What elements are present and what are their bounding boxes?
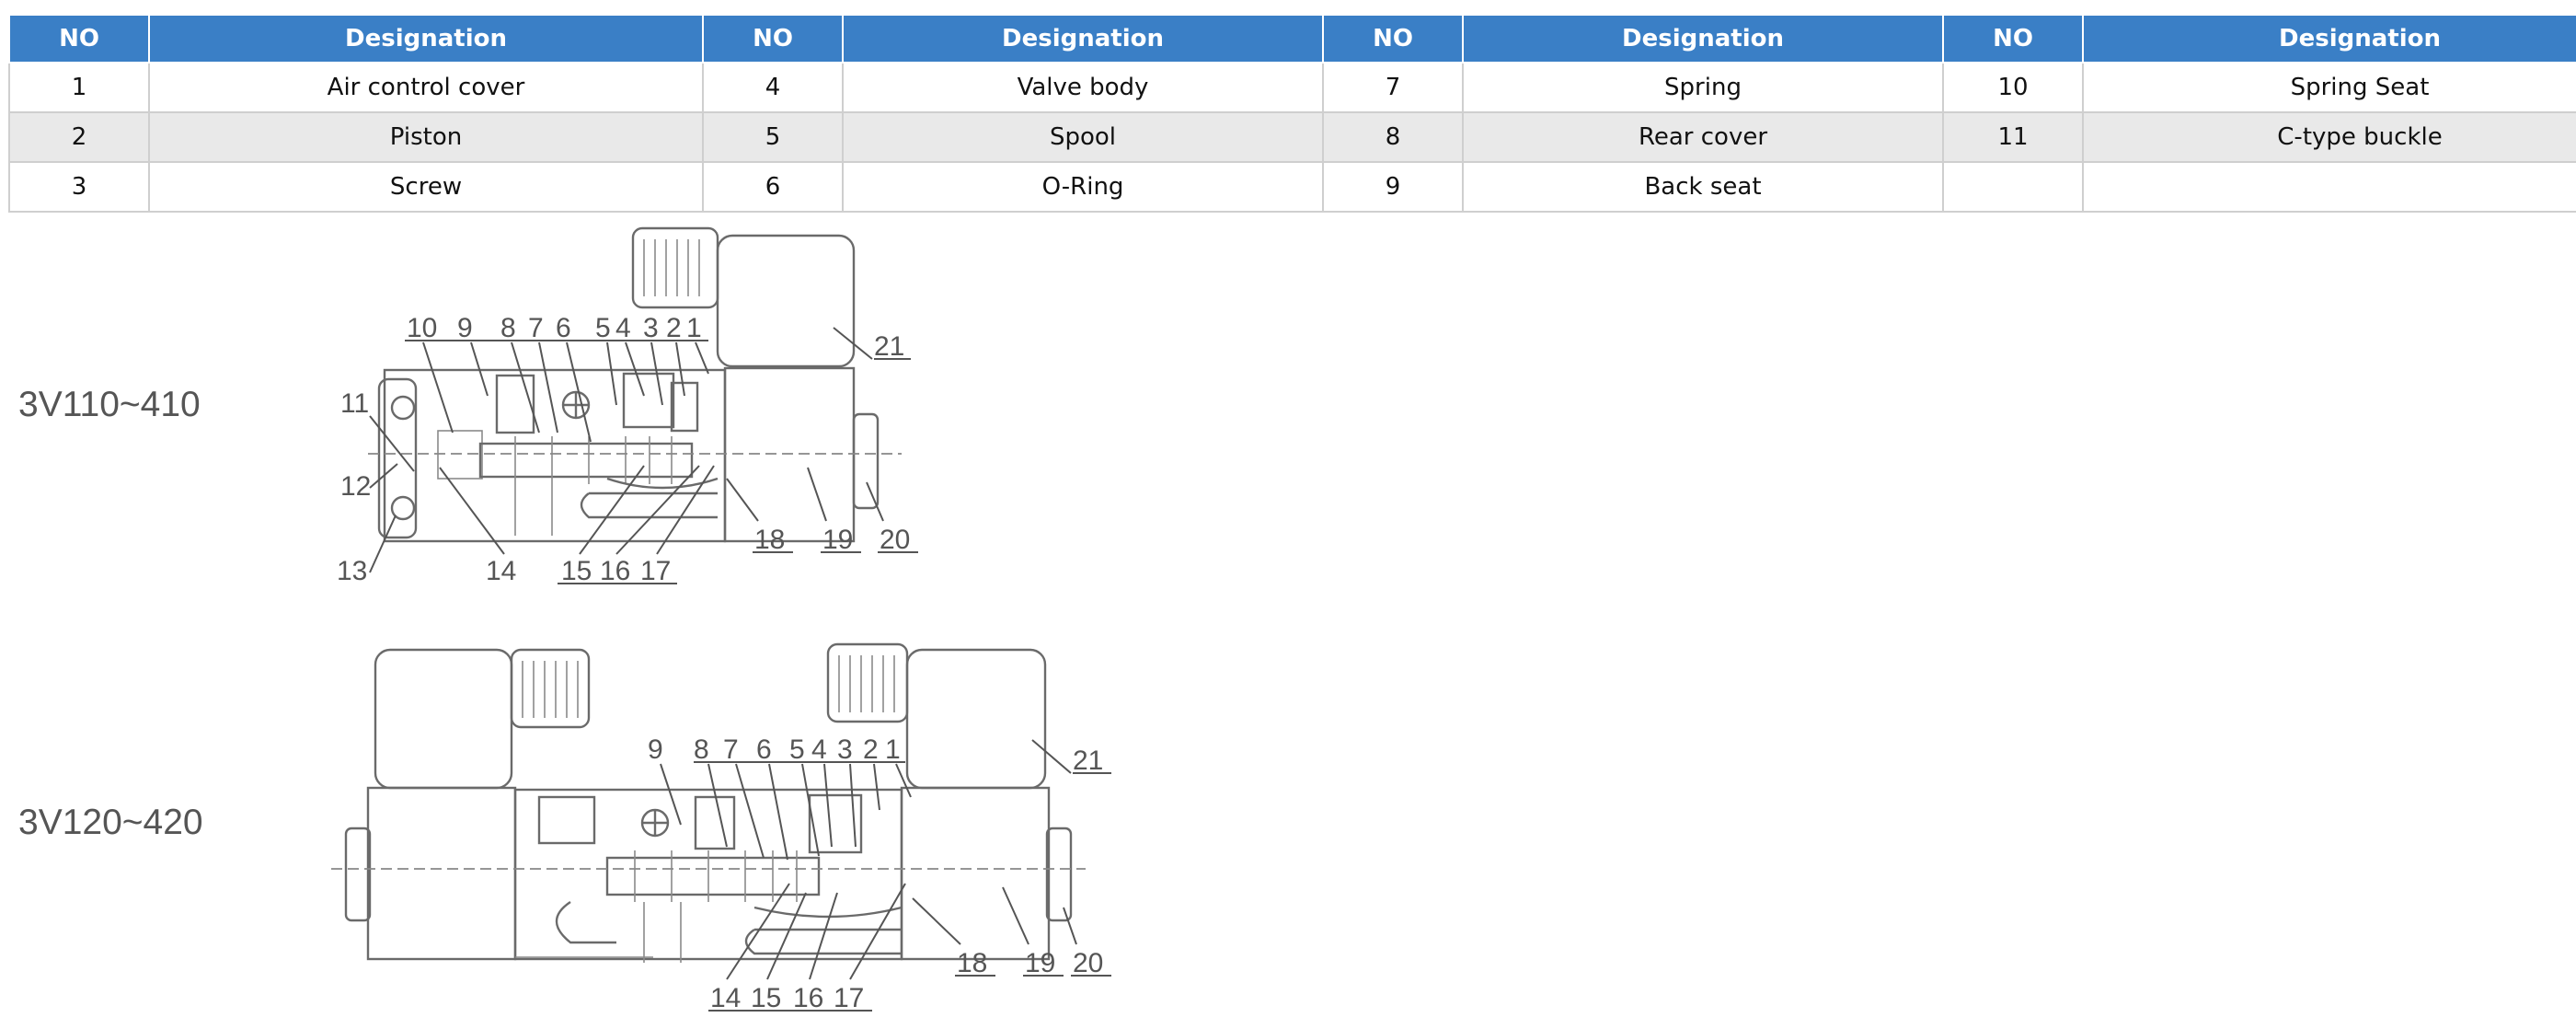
header-designation: Designation bbox=[148, 14, 704, 64]
callout-number: 4 bbox=[811, 734, 827, 765]
table-row: 1 Air control cover 4 Valve body 7 Sprin… bbox=[8, 62, 2576, 113]
callout-number: 5 bbox=[595, 313, 611, 343]
callout-number: 6 bbox=[556, 313, 571, 343]
callout-number: 16 bbox=[793, 983, 823, 1013]
model-label: 3V120~420 bbox=[18, 803, 203, 842]
valve-diagram-single: 10 9 8 7 6 5 4 3 2 1 11 12 13 14 15 16 1… bbox=[337, 226, 918, 586]
callout-number: 17 bbox=[834, 983, 864, 1013]
table-header-row: NO Designation NO Designation NO Designa… bbox=[8, 14, 2576, 64]
solenoid-coil bbox=[716, 234, 856, 368]
pilot-housing bbox=[366, 786, 517, 961]
solenoid-coil bbox=[905, 648, 1047, 790]
callout-number: 21 bbox=[874, 331, 904, 362]
cell-no bbox=[1942, 161, 2084, 213]
end-plug bbox=[852, 412, 880, 510]
callout-number: 20 bbox=[880, 525, 910, 555]
rear-cap bbox=[377, 377, 418, 539]
callout-number: 10 bbox=[407, 313, 437, 343]
callout-number: 9 bbox=[457, 313, 473, 343]
callout-number: 3 bbox=[643, 313, 659, 343]
model-label: 3V110~410 bbox=[18, 385, 201, 424]
cell-designation: O-Ring bbox=[842, 161, 1324, 213]
callout-number: 16 bbox=[600, 556, 630, 586]
spool bbox=[605, 856, 821, 896]
solenoid-coil bbox=[374, 648, 513, 790]
callout-number: 1 bbox=[885, 734, 901, 765]
cell-no: 10 bbox=[1942, 62, 2084, 113]
end-plug bbox=[344, 827, 372, 922]
header-no: NO bbox=[8, 14, 150, 64]
table-row: 2 Piston 5 Spool 8 Rear cover 11 C-type … bbox=[8, 111, 2576, 163]
callout-number: 9 bbox=[648, 734, 663, 765]
coil-cap bbox=[510, 648, 591, 729]
cell-no: 9 bbox=[1322, 161, 1464, 213]
callout-number: 20 bbox=[1073, 948, 1103, 978]
callout-number: 17 bbox=[640, 556, 671, 586]
callout-number: 7 bbox=[528, 313, 544, 343]
callout-number: 4 bbox=[615, 313, 631, 343]
callout-number: 5 bbox=[789, 734, 805, 765]
cell-designation: Spool bbox=[842, 111, 1324, 163]
callout-number: 19 bbox=[1025, 948, 1055, 978]
callout-number: 15 bbox=[751, 983, 781, 1013]
callout-number: 8 bbox=[694, 734, 709, 765]
callout-number: 2 bbox=[863, 734, 879, 765]
callout-number: 13 bbox=[337, 556, 367, 586]
callout-number: 7 bbox=[723, 734, 739, 765]
header-no: NO bbox=[1322, 14, 1464, 64]
pilot-housing bbox=[900, 786, 1051, 961]
cell-no: 6 bbox=[702, 161, 844, 213]
callout-number: 21 bbox=[1073, 746, 1103, 776]
spool bbox=[478, 442, 694, 479]
coil-cap bbox=[631, 226, 719, 309]
callout-number: 12 bbox=[340, 471, 371, 502]
cell-no: 5 bbox=[702, 111, 844, 163]
callout-number: 2 bbox=[666, 313, 682, 343]
cell-designation: Spring bbox=[1462, 62, 1944, 113]
cell-no: 4 bbox=[702, 62, 844, 113]
coil-cap bbox=[826, 642, 909, 723]
callout-number: 8 bbox=[500, 313, 516, 343]
cell-no: 7 bbox=[1322, 62, 1464, 113]
cell-designation: Piston bbox=[148, 111, 704, 163]
header-no: NO bbox=[1942, 14, 2084, 64]
callout-number: 18 bbox=[754, 525, 785, 555]
cell-no: 11 bbox=[1942, 111, 2084, 163]
header-designation: Designation bbox=[842, 14, 1324, 64]
cell-designation: Air control cover bbox=[148, 62, 704, 113]
cell-designation: Back seat bbox=[1462, 161, 1944, 213]
pilot-housing bbox=[723, 366, 856, 543]
callout-number: 14 bbox=[486, 556, 516, 586]
table-row: 3 Screw 6 O-Ring 9 Back seat bbox=[8, 161, 2576, 213]
header-designation: Designation bbox=[1462, 14, 1944, 64]
header-no: NO bbox=[702, 14, 844, 64]
valve-diagram-double: 9 8 7 6 5 4 3 2 1 14 15 16 17 18 19 20 2… bbox=[331, 642, 1111, 1013]
parts-table: NO Designation NO Designation NO Designa… bbox=[8, 14, 2576, 213]
header-designation: Designation bbox=[2082, 14, 2576, 64]
cell-no: 8 bbox=[1322, 111, 1464, 163]
callout-number: 1 bbox=[686, 313, 702, 343]
cell-no: 2 bbox=[8, 111, 150, 163]
cell-designation: Screw bbox=[148, 161, 704, 213]
cell-no: 3 bbox=[8, 161, 150, 213]
callout-number: 11 bbox=[340, 388, 369, 419]
end-plug bbox=[1045, 827, 1073, 922]
callout-number: 18 bbox=[957, 948, 987, 978]
callout-number: 6 bbox=[756, 734, 772, 765]
callout-number: 14 bbox=[710, 983, 741, 1013]
cell-designation bbox=[2082, 161, 2576, 213]
cell-designation: Rear cover bbox=[1462, 111, 1944, 163]
cell-no: 1 bbox=[8, 62, 150, 113]
cell-designation: Valve body bbox=[842, 62, 1324, 113]
callout-number: 15 bbox=[561, 556, 592, 586]
cell-designation: Spring Seat bbox=[2082, 62, 2576, 113]
callout-number: 3 bbox=[837, 734, 853, 765]
callout-number: 19 bbox=[822, 525, 853, 555]
cell-designation: C-type buckle bbox=[2082, 111, 2576, 163]
